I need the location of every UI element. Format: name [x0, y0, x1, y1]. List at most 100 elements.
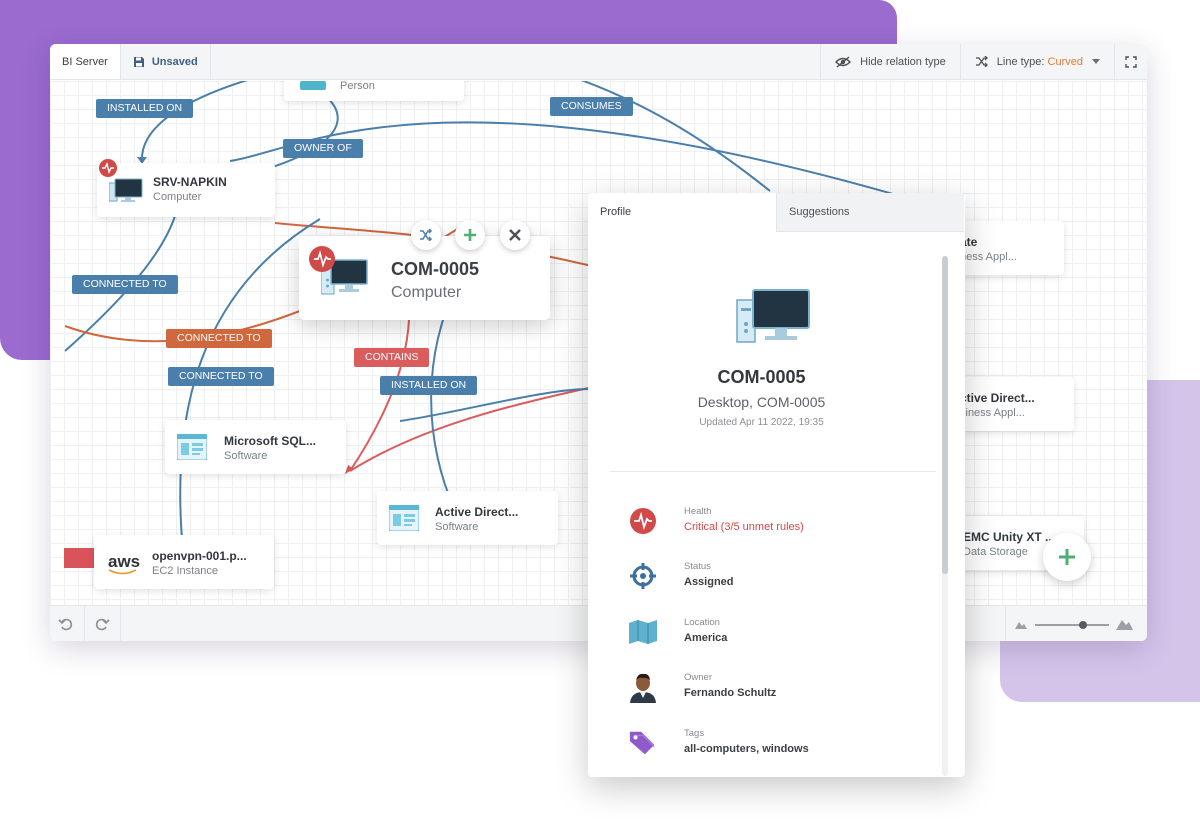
close-icon	[509, 229, 521, 241]
panel-title: COM-0005	[717, 367, 806, 387]
line-type-value: Curved	[1047, 55, 1083, 68]
property-value: America	[684, 632, 728, 644]
add-node-button[interactable]	[1043, 533, 1091, 581]
relation-label-contains[interactable]: CONTAINS	[354, 348, 430, 367]
plus-icon	[1059, 549, 1075, 565]
node-com-0005-selected[interactable]: COM-0005 Computer	[299, 236, 550, 320]
node-active-directory-software[interactable]: Active Direct... Software	[377, 491, 558, 545]
floppy-disk-icon	[133, 56, 144, 67]
property-value: Assigned	[684, 576, 734, 588]
relation-label-installed-on[interactable]: INSTALLED ON	[96, 99, 194, 118]
node-type: Person	[340, 81, 375, 92]
pulse-icon	[314, 249, 331, 268]
property-label: Tags	[684, 728, 705, 739]
hide-relation-type-label: Hide relation type	[860, 55, 946, 68]
node-microsoft-sql[interactable]: Microsoft SQL... Software	[165, 420, 346, 474]
add-relation-button[interactable]	[455, 220, 485, 250]
partial-node-marker	[64, 548, 96, 568]
node-name: Active Direct...	[435, 505, 519, 519]
divider	[610, 471, 936, 472]
pulse-icon	[628, 506, 658, 536]
person-avatar-icon	[628, 672, 658, 703]
software-window-icon	[177, 434, 207, 460]
relation-label-installed-on[interactable]: INSTALLED ON	[380, 376, 478, 395]
divider	[1005, 606, 1006, 641]
zoom-track	[1035, 624, 1109, 626]
plus-icon	[464, 229, 476, 241]
desktop-computer-icon	[736, 289, 810, 343]
computer-icon	[321, 259, 368, 295]
node-name: COM-0005	[391, 259, 480, 279]
node-name: Microsoft SQL...	[224, 434, 317, 448]
scrollbar-thumb[interactable]	[942, 256, 948, 574]
relation-label-connected-to[interactable]: CONNECTED TO	[168, 367, 274, 386]
alert-badge	[99, 159, 117, 177]
divider	[84, 606, 85, 641]
property-value: Fernando Schultz	[684, 687, 777, 699]
property-label: Owner	[684, 672, 712, 683]
zoom-in-mountain-icon	[1116, 620, 1133, 630]
redo-button[interactable]	[94, 616, 110, 637]
save-button[interactable]: Unsaved	[121, 44, 211, 79]
property-label: Status	[684, 561, 711, 572]
fullscreen-button[interactable]	[1114, 44, 1147, 79]
tab-bi-server[interactable]: BI Server	[50, 44, 121, 79]
tab-bi-server-label: BI Server	[62, 55, 108, 68]
remove-node-button[interactable]	[500, 220, 530, 250]
zoom-handle[interactable]	[1079, 621, 1087, 629]
divider	[120, 606, 121, 641]
line-type-dropdown[interactable]: Line type: Curved	[959, 44, 1114, 79]
map-icon	[628, 617, 658, 647]
crosshair-icon	[628, 561, 658, 591]
node-name: ctive Direct...	[960, 391, 1035, 405]
relation-label-connected-to[interactable]: CONNECTED TO	[72, 275, 178, 294]
undo-icon	[58, 618, 73, 631]
relation-label-owner-of[interactable]: OWNER OF	[283, 139, 363, 158]
node-person[interactable]: Person	[284, 81, 464, 101]
tab-suggestions[interactable]: Suggestions	[776, 193, 964, 232]
hide-relation-type-button[interactable]: Hide relation type	[820, 44, 960, 79]
node-type: ness Appl...	[960, 251, 1017, 263]
computer-icon	[109, 178, 143, 202]
undo-button[interactable]	[58, 616, 74, 637]
aws-logo-icon: aws	[108, 552, 141, 571]
profile-panel: Profile Suggestions COM-0005 Desktop, CO…	[588, 193, 965, 777]
change-line-button[interactable]	[411, 220, 441, 250]
node-srv-napkin[interactable]: SRV-NAPKIN Computer	[97, 159, 275, 217]
redo-icon	[95, 618, 110, 631]
node-openvpn[interactable]: aws openvpn-001.p... EC2 Instance	[94, 535, 274, 589]
node-name: openvpn-001.p...	[152, 549, 247, 563]
pulse-icon	[102, 161, 114, 175]
shuffle-icon	[975, 56, 988, 67]
node-name: SRV-NAPKIN	[153, 175, 227, 189]
fullscreen-icon	[1125, 55, 1137, 68]
person-icon	[300, 81, 326, 90]
property-label: Health	[684, 506, 712, 517]
zoom-slider[interactable]	[1015, 618, 1135, 632]
node-name: EMC Unity XT ...	[963, 530, 1056, 544]
node-type: Computer	[391, 284, 462, 301]
line-type-label: Line type:	[996, 55, 1045, 68]
panel-subtitle: Desktop, COM-0005	[697, 394, 826, 410]
panel-tabs: Profile Suggestions	[588, 193, 965, 232]
property-value: Critical (3/5 unmet rules)	[684, 521, 804, 533]
eye-slash-icon	[835, 55, 852, 68]
shuffle-icon	[420, 229, 433, 241]
node-type: Computer	[153, 191, 202, 203]
top-bar: BI Server Unsaved Hide relation type Lin…	[50, 44, 1147, 80]
node-type: EC2 Instance	[152, 565, 219, 577]
property-value: all-computers, windows	[684, 743, 809, 755]
relation-label-consumes[interactable]: CONSUMES	[550, 97, 633, 116]
tab-profile[interactable]: Profile	[588, 193, 776, 232]
tag-icon	[628, 728, 658, 758]
node-type: siness Appl...	[960, 407, 1025, 419]
node-type: Software	[224, 450, 268, 462]
aws-smile-icon	[108, 569, 137, 575]
caret-down-icon	[1092, 59, 1100, 64]
relation-label-connected-to[interactable]: CONNECTED TO	[166, 329, 272, 348]
alert-badge	[309, 246, 335, 272]
property-label: Location	[684, 617, 720, 628]
node-type: Data Storage	[963, 546, 1028, 558]
node-type: Software	[435, 521, 479, 533]
unsaved-label: Unsaved	[151, 55, 198, 68]
